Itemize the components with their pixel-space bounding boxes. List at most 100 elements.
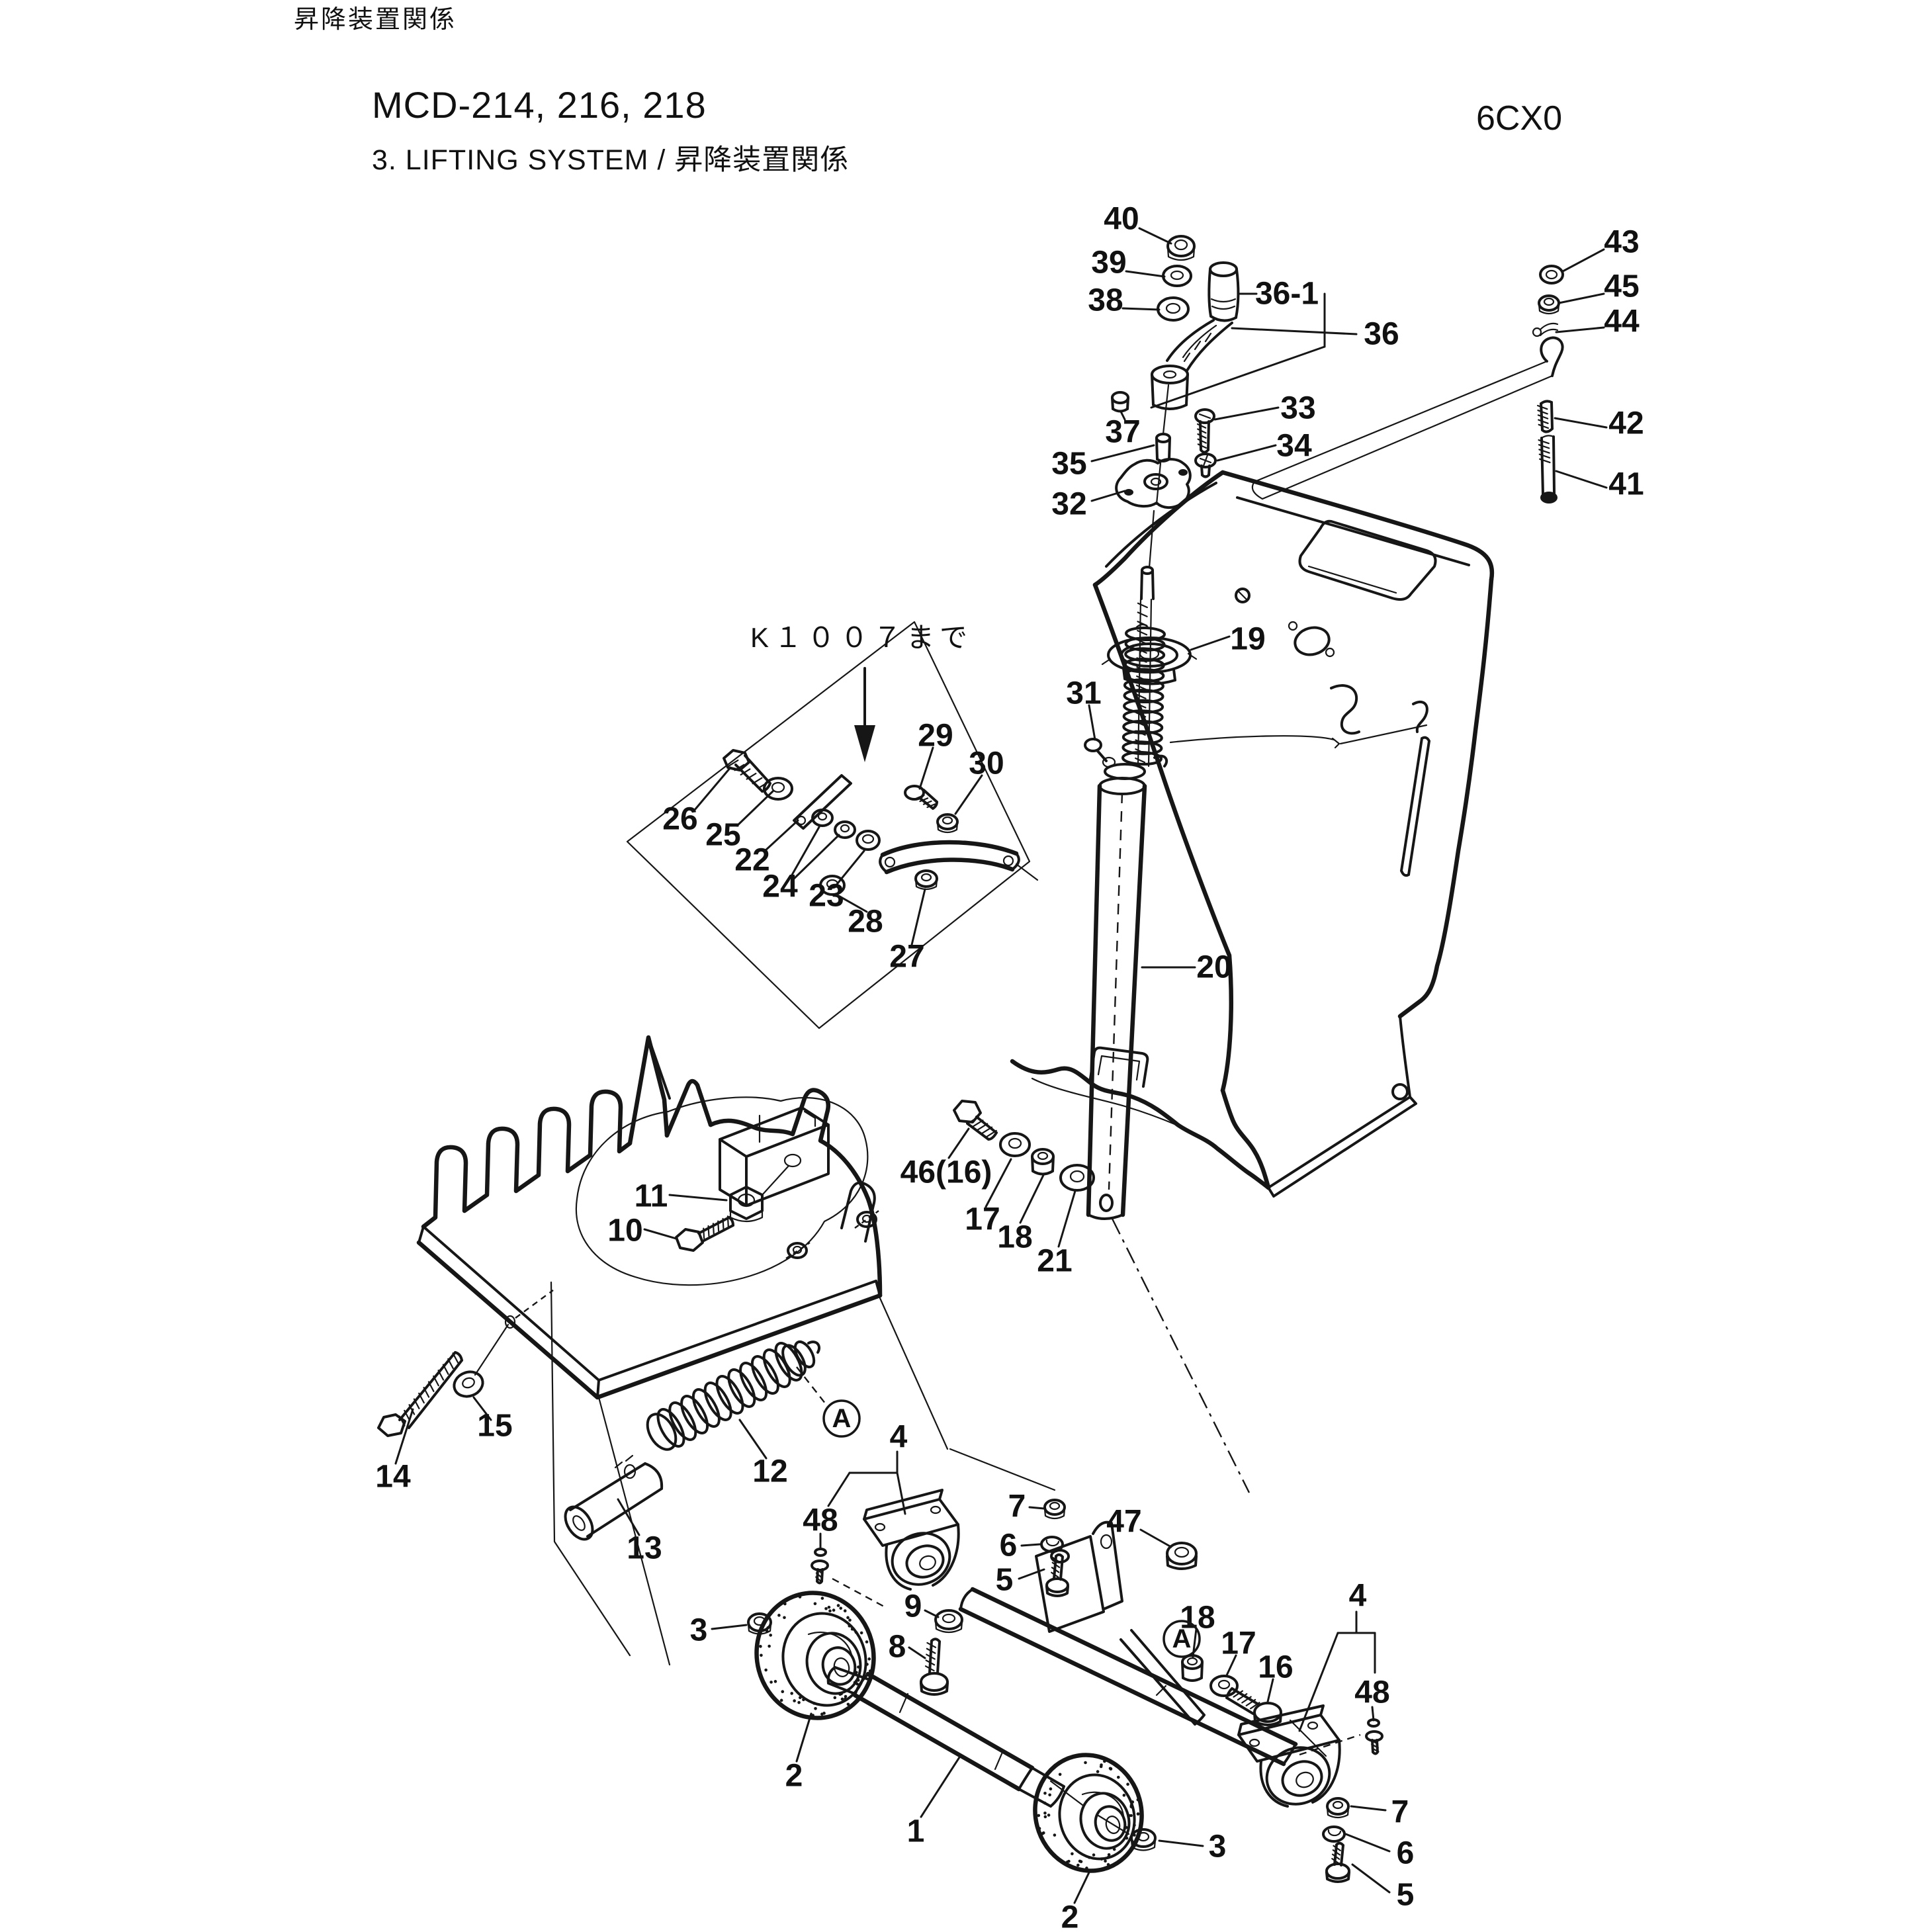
leader-27 xyxy=(910,888,926,946)
washer-21-icon xyxy=(1059,1164,1095,1192)
nut-47-icon xyxy=(1166,1542,1198,1570)
callout-28: 28 xyxy=(848,904,883,940)
leader-28 xyxy=(835,893,868,913)
bolt-31-icon xyxy=(1084,738,1116,768)
bolt-16-right-icon xyxy=(1225,1687,1282,1726)
crank-arm-icon xyxy=(1151,319,1233,410)
callout-14: 14 xyxy=(375,1460,411,1495)
callout-43: 43 xyxy=(1604,225,1639,260)
construction-lines xyxy=(474,621,1327,1835)
callout-45: 45 xyxy=(1604,269,1639,304)
callout-32: 32 xyxy=(1051,487,1086,522)
bracket-on-plate xyxy=(719,1106,830,1207)
leader-38 xyxy=(1121,307,1161,311)
leader-6 xyxy=(1344,1833,1391,1853)
washer-15-icon xyxy=(453,1370,484,1398)
section-title: 3. LIFTING SYSTEM / 昇降装置関係 xyxy=(372,144,849,176)
callout-9: 9 xyxy=(904,1589,922,1624)
washer-39-icon xyxy=(1162,265,1192,287)
callout-21: 21 xyxy=(1037,1244,1072,1279)
callout-10: 10 xyxy=(607,1213,642,1249)
bushing-18-right-icon xyxy=(1181,1654,1204,1682)
callout-6: 6 xyxy=(1000,1528,1018,1563)
hidden-lines xyxy=(515,792,1361,1756)
callout-36-1: 36-1 xyxy=(1255,277,1319,312)
leader-42 xyxy=(1554,417,1608,429)
leader-17 xyxy=(985,1158,1012,1208)
leader-35 xyxy=(1090,444,1155,462)
leader-40 xyxy=(1138,227,1172,245)
washer-17-right-icon xyxy=(1209,1675,1239,1697)
leader-33 xyxy=(1213,406,1280,421)
callout-A: A xyxy=(832,1404,852,1433)
rings-24-icon xyxy=(811,809,856,839)
leader-46(16) xyxy=(947,1127,970,1159)
leader-24 xyxy=(793,834,840,880)
nut-27-icon xyxy=(914,869,938,891)
callout-25: 25 xyxy=(705,818,740,853)
wheel-bottom xyxy=(1033,1753,1144,1873)
leader-4 xyxy=(1298,1632,1339,1732)
leader-31 xyxy=(1088,704,1096,741)
bolt-14-icon xyxy=(377,1351,463,1437)
callout-circle-A xyxy=(1163,1620,1201,1658)
callout-13: 13 xyxy=(627,1531,662,1566)
callout-30: 30 xyxy=(969,746,1004,781)
leader-24 xyxy=(790,826,820,877)
leader-19 xyxy=(1190,635,1231,651)
callout-8: 8 xyxy=(889,1630,906,1665)
caster-right xyxy=(1237,1704,1341,1808)
leader-17 xyxy=(1225,1654,1237,1677)
page-title: MCD-214, 216, 218 xyxy=(372,84,707,126)
leader-9 xyxy=(924,1609,940,1618)
nut-7-left-icon xyxy=(1043,1499,1066,1520)
leader-23 xyxy=(834,850,865,888)
bushing-18-left-icon xyxy=(1031,1148,1055,1176)
lift-post-20 xyxy=(1086,777,1149,1220)
nut-9-icon xyxy=(934,1609,963,1634)
washer-25-icon xyxy=(763,777,793,801)
callout-48: 48 xyxy=(803,1503,838,1538)
callout-35: 35 xyxy=(1051,447,1086,482)
leader-22 xyxy=(764,819,799,852)
flange-nut-3-right-icon xyxy=(1130,1828,1157,1851)
bushing-37-icon xyxy=(1111,391,1129,413)
caster-left xyxy=(863,1489,960,1591)
leader-48 xyxy=(1371,1706,1375,1722)
callout-1: 1 xyxy=(907,1814,925,1849)
flange-nut-3-left-icon xyxy=(747,1612,772,1635)
leader-7 xyxy=(1028,1506,1045,1510)
figure-code: 6CX0 xyxy=(1476,99,1562,138)
callout-48: 48 xyxy=(1354,1675,1389,1710)
grease-screw-48-right-icon xyxy=(1365,1718,1383,1755)
grease-screw-48-left-icon xyxy=(811,1548,829,1585)
leader-21 xyxy=(1057,1190,1076,1248)
page-header-jp: 昇降装置関係 xyxy=(294,6,457,34)
leader-8 xyxy=(908,1646,926,1659)
strap-arm-icon xyxy=(879,840,1020,875)
leader-3 xyxy=(1158,1839,1204,1847)
callout-17: 17 xyxy=(965,1202,1000,1237)
revision-note: K１００７まで xyxy=(750,622,973,653)
leader-43 xyxy=(1561,248,1605,273)
leader-2 xyxy=(1073,1871,1090,1904)
leader-36 xyxy=(1231,327,1358,335)
callout-2: 2 xyxy=(1061,1900,1079,1932)
callout-29: 29 xyxy=(918,719,953,754)
screw-33-icon xyxy=(1194,408,1215,454)
callout-46(16): 46(16) xyxy=(900,1155,992,1190)
callout-31: 31 xyxy=(1066,676,1101,711)
callout-15: 15 xyxy=(477,1409,512,1444)
nut-7-right-icon xyxy=(1326,1797,1350,1819)
leader-10 xyxy=(643,1228,678,1240)
callout-39: 39 xyxy=(1091,245,1126,281)
leader-11 xyxy=(668,1194,728,1202)
callout-19: 19 xyxy=(1230,622,1265,657)
callout-circle-A xyxy=(822,1399,861,1438)
washer-17-left-icon xyxy=(999,1132,1031,1157)
screw-34-icon xyxy=(1194,453,1217,478)
leader-30 xyxy=(954,774,983,815)
callout-42: 42 xyxy=(1608,406,1644,441)
nut-45-icon xyxy=(1538,294,1560,315)
